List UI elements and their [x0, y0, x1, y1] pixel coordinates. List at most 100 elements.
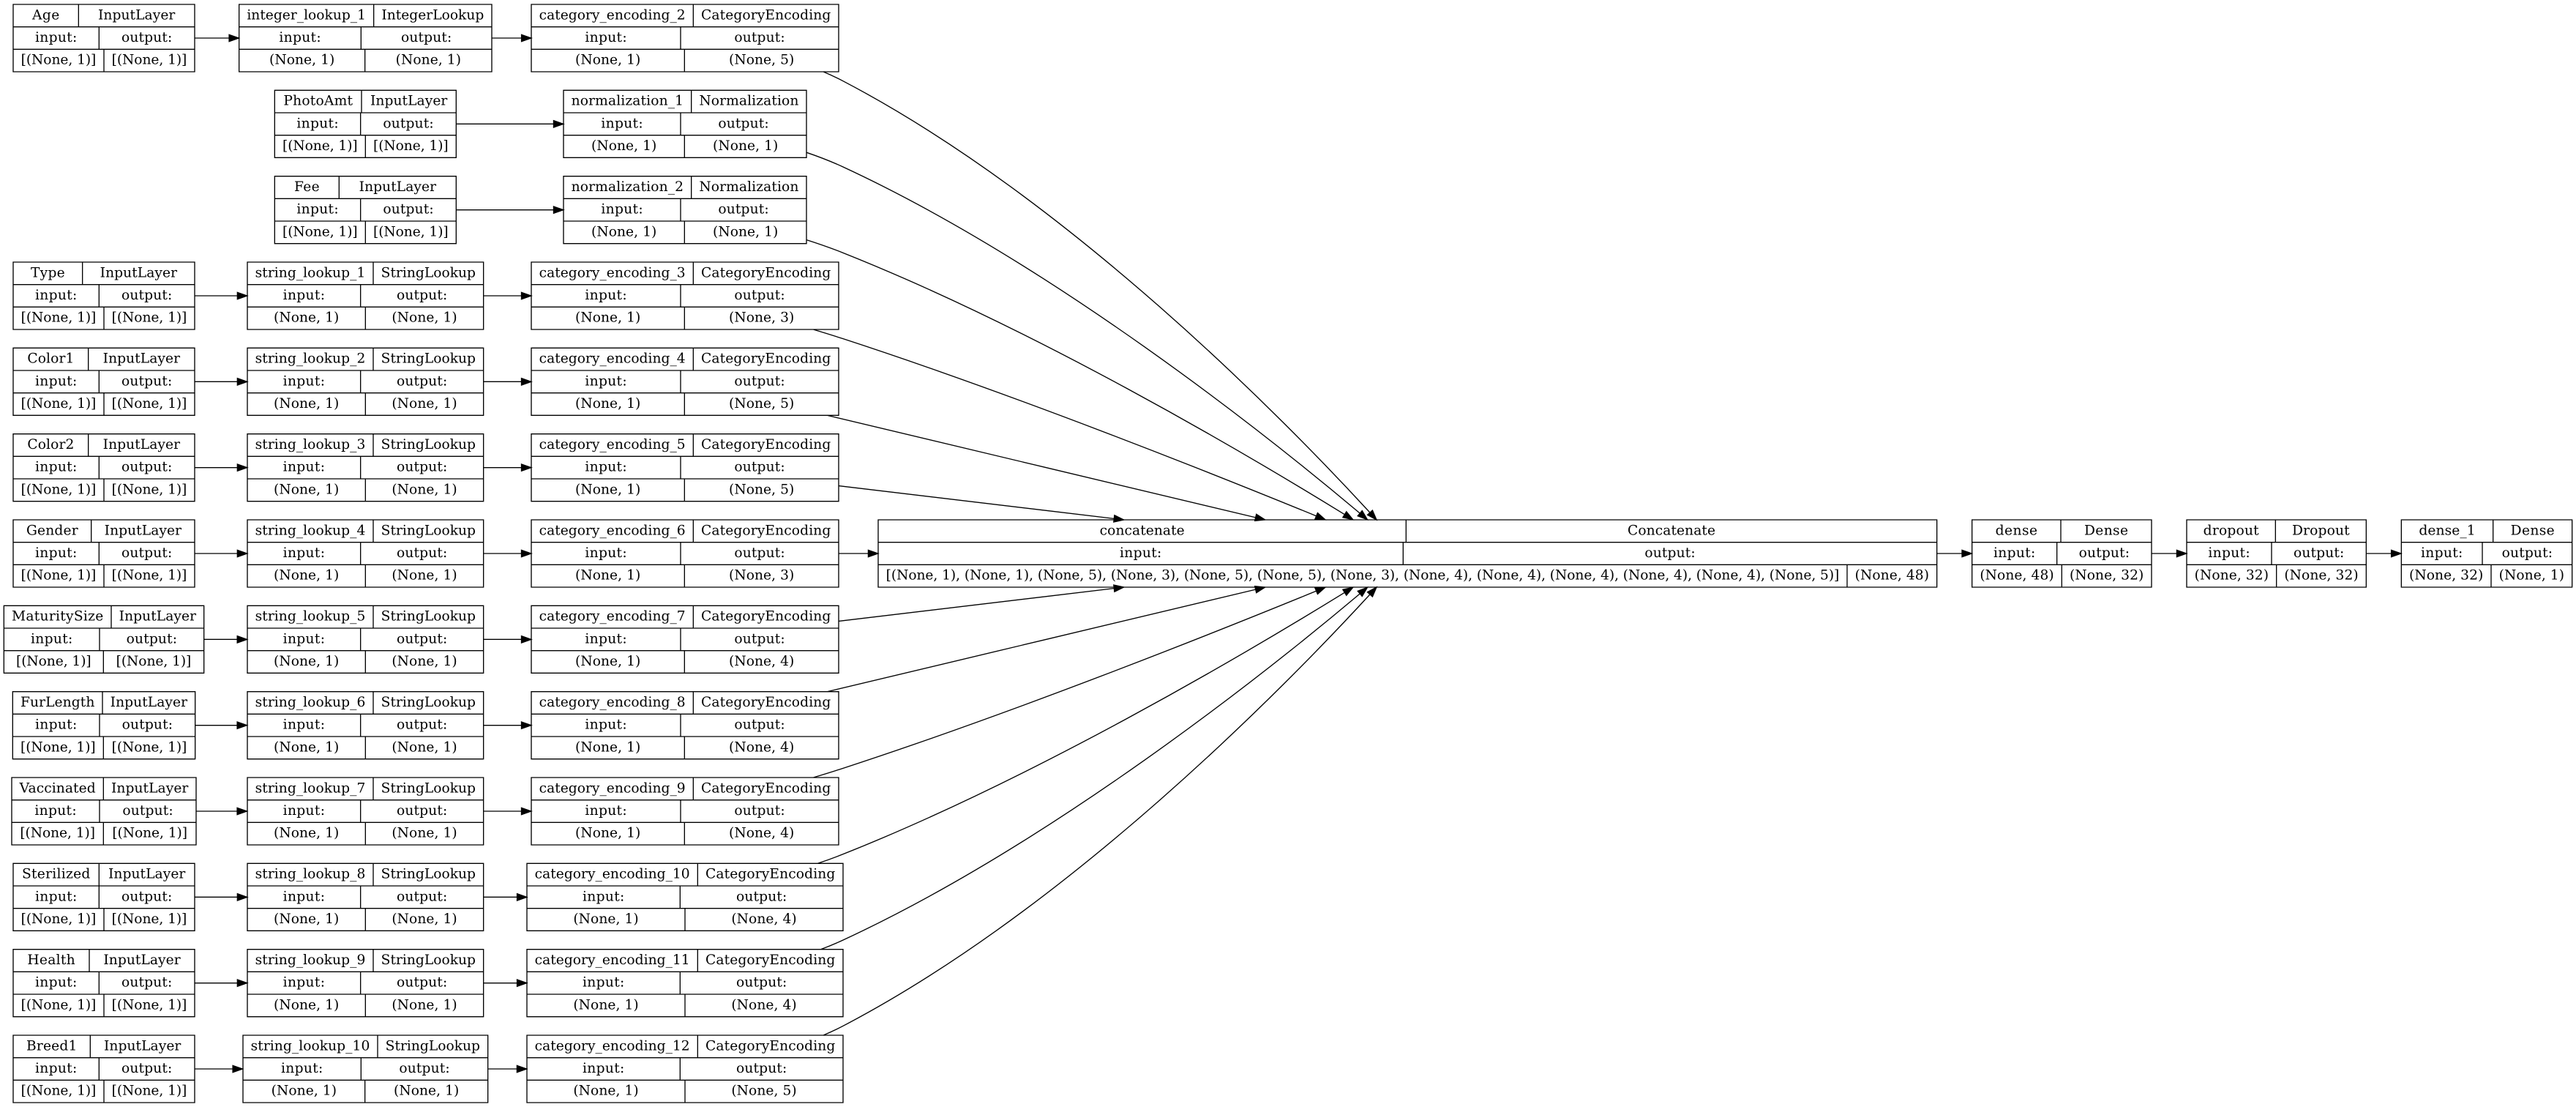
svg-text:(None, 32): (None, 32): [2195, 568, 2269, 584]
svg-text:(None, 1): (None, 1): [573, 997, 638, 1013]
svg-text:CategoryEncoding: CategoryEncoding: [701, 523, 831, 538]
svg-text:InputLayer: InputLayer: [105, 523, 181, 538]
svg-text:category_encoding_12: category_encoding_12: [535, 1038, 690, 1054]
svg-text:(None, 1): (None, 1): [274, 396, 339, 411]
svg-text:[(None, 1)]: [(None, 1)]: [21, 396, 97, 411]
svg-text:[(None, 1)]: [(None, 1)]: [112, 53, 187, 68]
svg-text:Dense: Dense: [2084, 523, 2128, 538]
svg-text:InputLayer: InputLayer: [111, 695, 187, 710]
svg-text:output:: output:: [718, 116, 768, 131]
svg-text:(None, 1): (None, 1): [573, 912, 638, 927]
svg-text:output:: output:: [121, 889, 172, 904]
svg-text:normalization_2: normalization_2: [572, 179, 684, 195]
svg-text:(None, 1): (None, 1): [274, 739, 339, 755]
svg-text:dropout: dropout: [2204, 523, 2260, 538]
svg-text:string_lookup_4: string_lookup_4: [255, 523, 366, 538]
svg-text:Breed1: Breed1: [26, 1038, 77, 1054]
svg-text:output:: output:: [397, 975, 447, 991]
svg-text:(None, 1): (None, 1): [713, 224, 778, 239]
svg-text:Sterilized: Sterilized: [22, 867, 90, 882]
svg-text:StringLookup: StringLookup: [381, 695, 476, 710]
svg-text:(None, 1): (None, 1): [575, 396, 640, 411]
svg-text:category_encoding_11: category_encoding_11: [535, 953, 690, 968]
svg-text:output:: output:: [127, 631, 177, 646]
svg-text:InputLayer: InputLayer: [111, 780, 188, 796]
svg-text:InputLayer: InputLayer: [359, 179, 436, 195]
svg-text:(None, 1): (None, 1): [591, 138, 656, 154]
svg-text:(None, 1): (None, 1): [591, 224, 656, 239]
svg-text:(None, 1): (None, 1): [392, 826, 457, 841]
svg-text:(None, 1): (None, 1): [575, 739, 640, 755]
svg-text:string_lookup_8: string_lookup_8: [255, 867, 366, 882]
svg-text:output:: output:: [399, 1061, 449, 1076]
svg-text:(None, 1): (None, 1): [392, 997, 457, 1013]
svg-text:input:: input:: [2421, 545, 2463, 561]
svg-text:(None, 1): (None, 1): [269, 53, 334, 68]
svg-text:(None, 1): (None, 1): [396, 53, 461, 68]
svg-text:CategoryEncoding: CategoryEncoding: [701, 7, 831, 23]
svg-text:[(None, 1)]: [(None, 1)]: [21, 1084, 97, 1099]
svg-text:(None, 1): (None, 1): [575, 568, 640, 584]
svg-text:output:: output:: [736, 889, 787, 904]
svg-text:[(None, 1)]: [(None, 1)]: [21, 482, 97, 497]
svg-text:IntegerLookup: IntegerLookup: [381, 7, 484, 23]
svg-text:(None, 1): (None, 1): [274, 654, 339, 669]
svg-text:input:: input:: [283, 373, 325, 389]
svg-text:(None, 48): (None, 48): [1855, 568, 1929, 584]
svg-text:[(None, 1)]: [(None, 1)]: [20, 826, 95, 841]
svg-text:input:: input:: [281, 1061, 323, 1076]
svg-text:input:: input:: [583, 1061, 624, 1076]
svg-text:output:: output:: [736, 975, 787, 991]
svg-text:input:: input:: [2208, 545, 2250, 561]
svg-text:(None, 1): (None, 1): [573, 1084, 638, 1099]
svg-text:[(None, 1)]: [(None, 1)]: [21, 912, 97, 927]
svg-text:(None, 4): (None, 4): [729, 826, 794, 841]
svg-text:CategoryEncoding: CategoryEncoding: [705, 1038, 835, 1054]
svg-text:(None, 1): (None, 1): [274, 997, 339, 1013]
svg-text:string_lookup_6: string_lookup_6: [255, 695, 366, 710]
svg-text:[(None, 1)]: [(None, 1)]: [373, 138, 449, 154]
svg-text:(None, 1): (None, 1): [274, 826, 339, 841]
svg-text:output:: output:: [734, 718, 785, 733]
svg-text:(None, 3): (None, 3): [729, 310, 794, 326]
svg-text:[(None, 1)]: [(None, 1)]: [112, 568, 187, 584]
svg-text:output:: output:: [397, 718, 447, 733]
svg-text:MaturitySize: MaturitySize: [12, 609, 103, 625]
svg-text:[(None, 1)]: [(None, 1)]: [21, 53, 97, 68]
svg-text:[(None, 1)]: [(None, 1)]: [112, 310, 187, 326]
svg-text:StringLookup: StringLookup: [386, 1038, 480, 1054]
svg-text:(None, 1): (None, 1): [575, 482, 640, 497]
svg-text:[(None, 1)]: [(None, 1)]: [282, 224, 358, 239]
svg-text:input:: input:: [296, 116, 338, 131]
svg-text:input:: input:: [283, 631, 325, 646]
svg-text:Normalization: Normalization: [699, 94, 798, 109]
svg-text:(None, 1): (None, 1): [392, 568, 457, 584]
svg-text:StringLookup: StringLookup: [381, 523, 476, 538]
svg-text:string_lookup_1: string_lookup_1: [255, 265, 366, 280]
svg-text:(None, 1): (None, 1): [575, 310, 640, 326]
svg-text:output:: output:: [121, 30, 172, 45]
svg-text:InputLayer: InputLayer: [98, 7, 175, 23]
svg-text:input:: input:: [35, 889, 77, 904]
svg-text:input:: input:: [283, 288, 325, 303]
svg-text:output:: output:: [122, 803, 173, 819]
svg-text:output:: output:: [397, 460, 447, 475]
svg-text:category_encoding_10: category_encoding_10: [535, 867, 690, 882]
svg-text:InputLayer: InputLayer: [100, 265, 177, 280]
svg-text:(None, 48): (None, 48): [1980, 568, 2053, 584]
svg-text:Color2: Color2: [27, 437, 74, 452]
svg-text:CategoryEncoding: CategoryEncoding: [705, 867, 835, 882]
svg-text:output:: output:: [397, 889, 447, 904]
svg-text:input:: input:: [283, 889, 325, 904]
svg-text:output:: output:: [718, 202, 768, 217]
svg-text:[(None, 1)]: [(None, 1)]: [373, 224, 449, 239]
svg-text:(None, 1): (None, 1): [392, 482, 457, 497]
svg-text:input:: input:: [283, 460, 325, 475]
svg-text:input:: input:: [35, 288, 77, 303]
svg-text:[(None, 1)]: [(None, 1)]: [112, 912, 187, 927]
svg-text:[(None, 1)]: [(None, 1)]: [112, 997, 187, 1013]
svg-text:(None, 4): (None, 4): [729, 739, 794, 755]
svg-text:output:: output:: [122, 718, 173, 733]
svg-text:(None, 32): (None, 32): [2070, 568, 2143, 584]
svg-text:(None, 1): (None, 1): [392, 739, 457, 755]
